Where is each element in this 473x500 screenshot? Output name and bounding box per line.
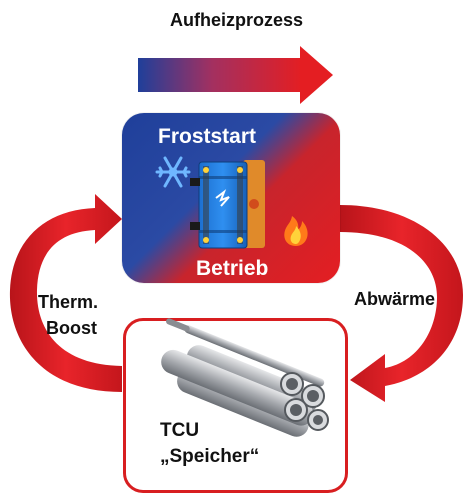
abwaerme-label: Abwärme (354, 289, 436, 309)
diagram-title: Aufheizprozess (169, 10, 304, 30)
speicher-label: „Speicher“ (160, 446, 260, 467)
froststart-label: Froststart (158, 125, 257, 148)
process-direction-arrow (138, 46, 333, 104)
therm-label: Therm. (38, 292, 99, 312)
tcu-label: TCU (160, 420, 200, 441)
left-curved-arrow (9, 194, 122, 392)
right-curved-arrow (340, 205, 463, 402)
therm-boost-label: Therm. Boost (36, 289, 136, 341)
betrieb-label: Betrieb (196, 257, 269, 280)
boost-label: Boost (46, 318, 97, 338)
